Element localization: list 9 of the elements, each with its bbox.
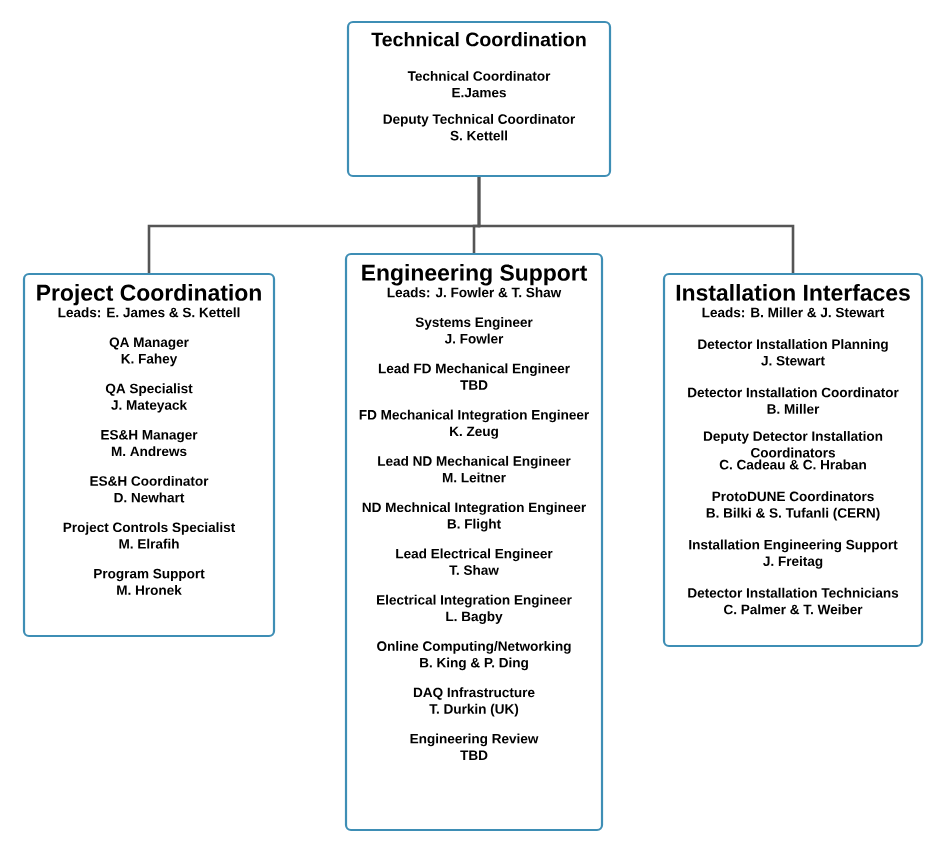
org-box xyxy=(662,272,924,648)
org-box xyxy=(22,272,276,638)
box-heading: Technical Coordination xyxy=(371,32,586,47)
box-heading: Project Coordination xyxy=(37,284,261,306)
box-heading: Installation Interfaces xyxy=(676,284,910,301)
connector-line xyxy=(477,177,795,273)
org-box xyxy=(344,252,604,832)
box-heading: Engineering Support xyxy=(362,264,588,286)
org-box xyxy=(346,20,612,178)
